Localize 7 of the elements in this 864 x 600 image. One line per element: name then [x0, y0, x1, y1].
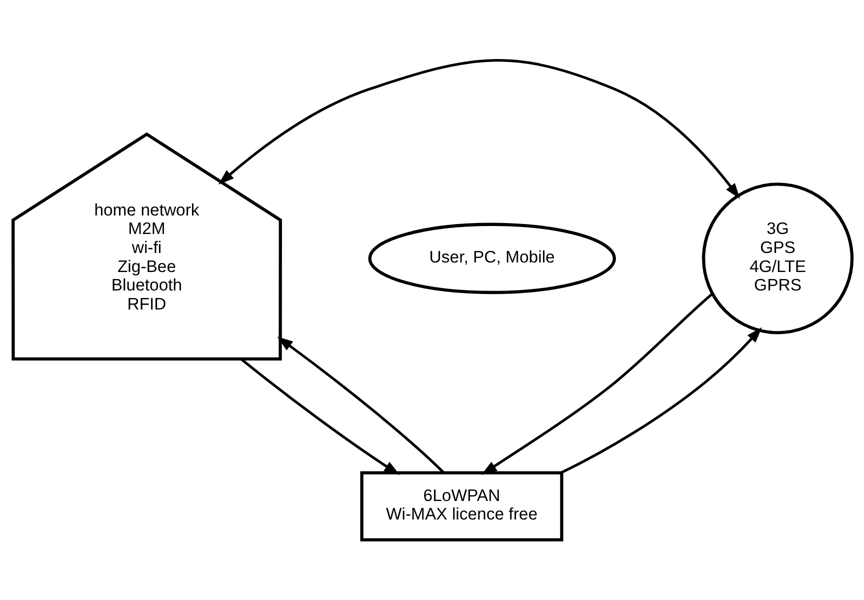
node-ellipse: User, PC, Mobile: [368, 222, 616, 294]
arrow: [480, 292, 713, 476]
arrow: [276, 336, 444, 474]
arrow: [218, 59, 740, 199]
arrow: [560, 327, 762, 474]
node-box: 6LoWPAN Wi-MAX licence free: [360, 471, 563, 542]
arrow: [240, 358, 400, 475]
